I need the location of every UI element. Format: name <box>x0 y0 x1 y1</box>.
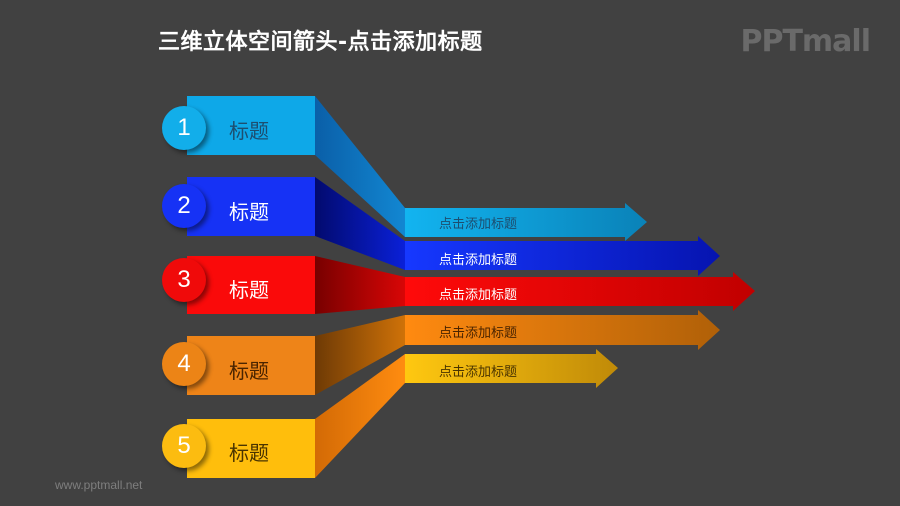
pptmall-logo: PPTmall <box>740 24 871 59</box>
title-box-label-4[interactable]: 标题 <box>229 359 269 383</box>
arrow-1 <box>405 203 647 241</box>
title-box-4 <box>187 336 315 395</box>
title-box-3 <box>187 256 315 314</box>
arrow-label-4[interactable]: 点击添加标题 <box>439 326 518 341</box>
arrow-5 <box>405 349 618 388</box>
number-badge-2: 2 <box>162 184 206 228</box>
arrow-4 <box>405 310 720 350</box>
number-badge-1: 1 <box>162 106 206 150</box>
connector-ribbon-4 <box>315 315 405 395</box>
arrow-label-5[interactable]: 点击添加标题 <box>439 365 518 380</box>
number-badge-3: 3 <box>162 258 206 302</box>
arrow-label-1[interactable]: 点击添加标题 <box>439 217 518 232</box>
arrow-3 <box>405 272 755 311</box>
connector-ribbon-3 <box>315 256 405 314</box>
title-box-5 <box>187 419 315 478</box>
connector-ribbon-2 <box>315 177 405 270</box>
title-box-2 <box>187 177 315 236</box>
title-box-label-3[interactable]: 标题 <box>229 278 269 302</box>
title-box-label-2[interactable]: 标题 <box>229 200 269 224</box>
title-box-1 <box>187 96 315 155</box>
number-badge-4: 4 <box>162 342 206 386</box>
arrow-2 <box>405 236 720 276</box>
connector-ribbon-5 <box>315 354 405 478</box>
footer-url: www.pptmall.net <box>55 478 143 492</box>
page-title: 三维立体空间箭头-点击添加标题 <box>158 30 483 55</box>
arrow-label-3[interactable]: 点击添加标题 <box>439 288 518 303</box>
arrow-label-2[interactable]: 点击添加标题 <box>439 253 518 268</box>
title-box-label-5[interactable]: 标题 <box>229 441 269 465</box>
connector-ribbon-1 <box>315 96 405 237</box>
title-box-label-1[interactable]: 标题 <box>229 119 269 143</box>
number-badge-5: 5 <box>162 424 206 468</box>
